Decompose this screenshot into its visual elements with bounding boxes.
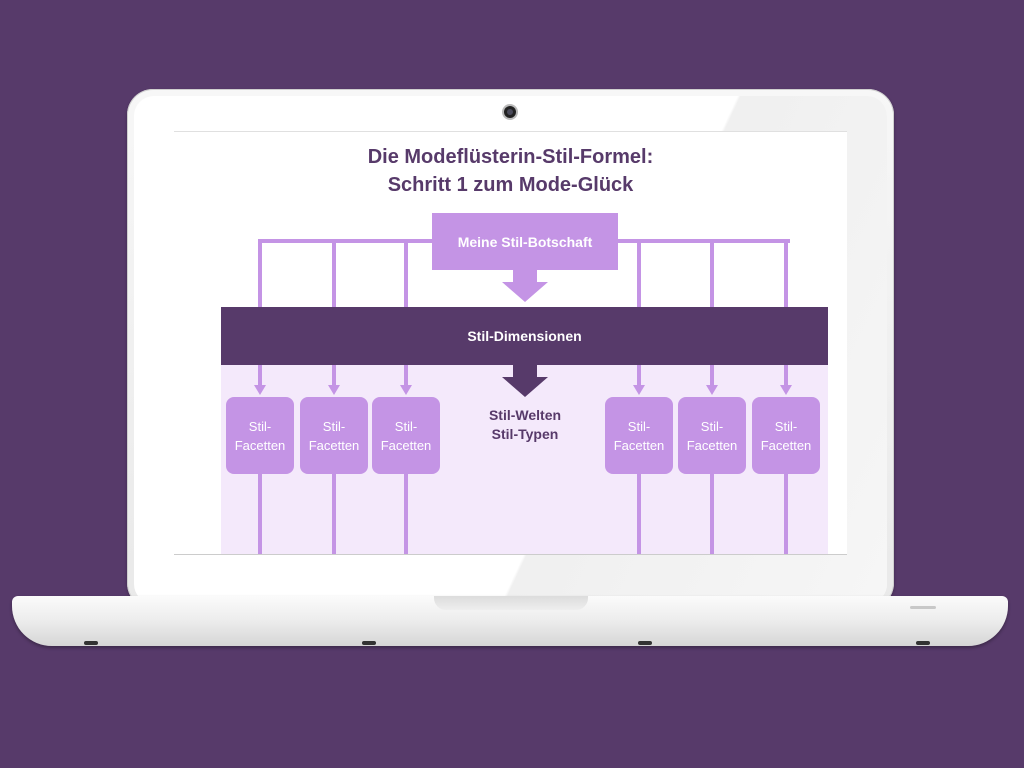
stil-botschaft-label: Meine Stil-Botschaft: [457, 233, 593, 250]
facet-line1: Stil-: [627, 418, 651, 434]
stil-facetten-box-5: Stil- Facetten: [678, 397, 746, 474]
facet-line1: Stil-: [700, 418, 724, 434]
arrowhead-icon: [706, 385, 718, 395]
facet-line1: Stil-: [322, 418, 346, 434]
facet-tail: [784, 474, 788, 554]
laptop-foot: [84, 641, 98, 645]
stil-facetten-box-1: Stil- Facetten: [226, 397, 294, 474]
slide-title-line2: Schritt 1 zum Mode-Glück: [387, 174, 634, 196]
webcam-icon: [504, 106, 516, 118]
facet-line1: Stil-: [774, 418, 798, 434]
laptop-foot: [638, 641, 652, 645]
down-arrow-dark-icon: [502, 365, 548, 397]
facet-tail: [258, 474, 262, 554]
facet-line2: Facetten: [760, 437, 812, 453]
stil-botschaft-box: Meine Stil-Botschaft: [432, 213, 618, 270]
facet-tail: [637, 474, 641, 554]
facet-line1: Stil-: [248, 418, 272, 434]
laptop-foot: [916, 641, 930, 645]
stil-welten-label: Stil-Welten: [488, 407, 562, 423]
center-label: Stil-Welten Stil-Typen: [454, 406, 596, 444]
arrowhead-icon: [633, 385, 645, 395]
stil-dimensionen-band: Stil-Dimensionen: [221, 307, 828, 365]
stil-dimensionen-label: Stil-Dimensionen: [467, 328, 582, 344]
down-arrow-light-icon: [502, 270, 548, 302]
facet-line2: Facetten: [686, 437, 738, 453]
laptop-hinge-notch: [434, 596, 588, 610]
connector-horizontal-right: [618, 239, 790, 243]
laptop-foot: [362, 641, 376, 645]
stil-facetten-box-6: Stil- Facetten: [752, 397, 820, 474]
stil-facetten-box-3: Stil- Facetten: [372, 397, 440, 474]
facet-tail: [404, 474, 408, 554]
facet-line1: Stil-: [394, 418, 418, 434]
facet-line2: Facetten: [308, 437, 360, 453]
stil-facetten-box-2: Stil- Facetten: [300, 397, 368, 474]
arrowhead-icon: [328, 385, 340, 395]
facet-tail: [710, 474, 714, 554]
facet-tail: [332, 474, 336, 554]
connector-horizontal-left: [258, 239, 432, 243]
arrowhead-icon: [254, 385, 266, 395]
slide-screen: Die Modeflüsterin-Stil-Formel: Schritt 1…: [174, 131, 847, 555]
power-led-icon: [910, 606, 936, 609]
arrowhead-icon: [780, 385, 792, 395]
facet-line2: Facetten: [613, 437, 665, 453]
facet-line2: Facetten: [380, 437, 432, 453]
facet-line2: Facetten: [234, 437, 286, 453]
stil-facetten-box-4: Stil- Facetten: [605, 397, 673, 474]
arrowhead-icon: [400, 385, 412, 395]
slide-title-line1: Die Modeflüsterin-Stil-Formel:: [367, 146, 654, 168]
stil-typen-label: Stil-Typen: [491, 426, 559, 442]
